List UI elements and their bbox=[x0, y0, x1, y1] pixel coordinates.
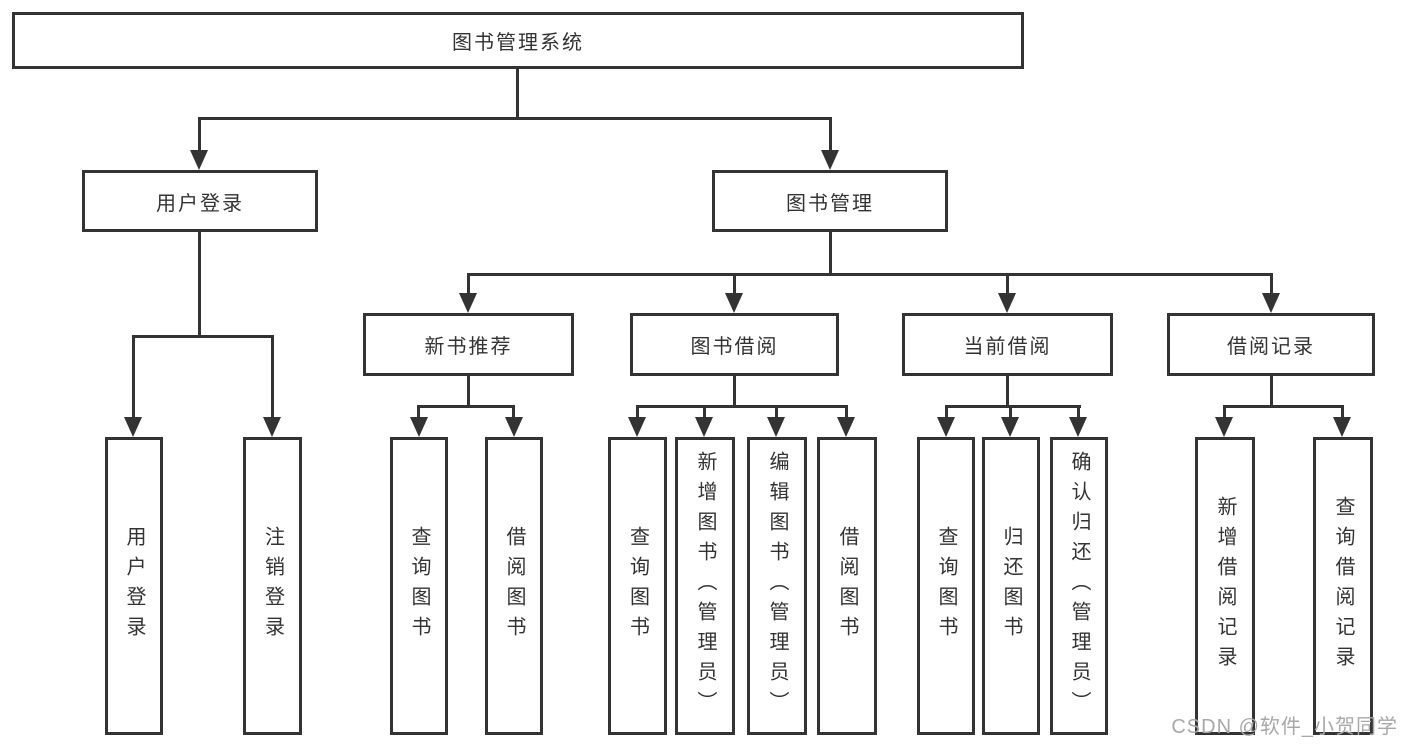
connector-line bbox=[467, 376, 470, 407]
arrow-down-icon bbox=[628, 417, 646, 437]
arrow-down-icon bbox=[190, 150, 208, 170]
leaf-cb-query-book-label: 查询图书 bbox=[935, 526, 957, 646]
leaf-br-query-record: 查询借阅记录 bbox=[1313, 437, 1373, 735]
arrow-down-icon bbox=[767, 417, 785, 437]
connector-line bbox=[198, 117, 201, 152]
connector-line bbox=[733, 376, 736, 407]
leaf-bb-edit-book: 编辑图书（管理员） bbox=[747, 437, 807, 735]
arrow-down-icon bbox=[1215, 417, 1233, 437]
connector-line bbox=[516, 69, 519, 120]
connector-line bbox=[1270, 273, 1273, 296]
node-root: 图书管理系统 bbox=[12, 12, 1024, 69]
leaf-bb-borrow-book-label: 借阅图书 bbox=[836, 526, 858, 646]
connector-line bbox=[1341, 405, 1344, 419]
connector-line bbox=[132, 335, 273, 338]
arrow-down-icon bbox=[1069, 417, 1087, 437]
arrow-down-icon bbox=[725, 293, 743, 313]
leaf-cb-query-book: 查询图书 bbox=[917, 437, 975, 735]
connector-line bbox=[703, 405, 706, 419]
csdn-watermark: CSDN @软件_小贺同学 bbox=[1171, 716, 1398, 738]
leaf-cb-return-book: 归还图书 bbox=[982, 437, 1040, 735]
connector-line bbox=[417, 405, 420, 419]
connector-line bbox=[829, 117, 832, 152]
leaf-br-query-record-label: 查询借阅记录 bbox=[1332, 496, 1354, 676]
arrow-down-icon bbox=[124, 417, 142, 437]
node-borrow-record: 借阅记录 bbox=[1167, 313, 1375, 376]
leaf-logout: 注销登录 bbox=[243, 437, 302, 735]
arrow-down-icon bbox=[821, 150, 839, 170]
arrow-down-icon bbox=[837, 417, 855, 437]
arrow-down-icon bbox=[505, 417, 523, 437]
node-root-label: 图书管理系统 bbox=[452, 32, 584, 54]
connector-line bbox=[1223, 405, 1344, 408]
leaf-user-login-label: 用户登录 bbox=[123, 526, 145, 646]
leaf-bb-query-book: 查询图书 bbox=[608, 437, 667, 735]
arrow-down-icon bbox=[1262, 293, 1280, 313]
connector-line bbox=[1006, 376, 1009, 407]
connector-line bbox=[1223, 405, 1226, 419]
arrow-down-icon bbox=[1333, 417, 1351, 437]
connector-line bbox=[636, 405, 639, 419]
connector-line bbox=[829, 232, 832, 276]
leaf-br-add-record: 新增借阅记录 bbox=[1195, 437, 1255, 735]
leaf-nb-query-book: 查询图书 bbox=[390, 437, 448, 735]
connector-line bbox=[132, 335, 135, 419]
connector-line bbox=[636, 405, 848, 408]
arrow-down-icon bbox=[410, 417, 428, 437]
leaf-bb-add-book: 新增图书（管理员） bbox=[675, 437, 735, 735]
node-book-borrow-label: 图书借阅 bbox=[690, 336, 779, 358]
connector-line bbox=[945, 405, 948, 419]
leaf-user-login: 用户登录 bbox=[105, 437, 163, 735]
connector-line bbox=[845, 405, 848, 419]
leaf-cb-return-book-label: 归还图书 bbox=[1000, 526, 1022, 646]
connector-line bbox=[1270, 376, 1273, 407]
connector-line bbox=[512, 405, 515, 419]
node-user-login: 用户登录 bbox=[82, 170, 318, 232]
node-user-login-label: 用户登录 bbox=[156, 192, 244, 215]
arrow-down-icon bbox=[695, 417, 713, 437]
node-book-mgmt: 图书管理 bbox=[712, 170, 948, 232]
arrow-down-icon bbox=[937, 417, 955, 437]
connector-line bbox=[945, 405, 1081, 408]
connector-line bbox=[733, 273, 736, 296]
arrow-down-icon bbox=[998, 293, 1016, 313]
arrow-down-icon bbox=[1001, 417, 1019, 437]
node-borrow-record-label: 借阅记录 bbox=[1227, 336, 1315, 358]
node-current-borrow-label: 当前借阅 bbox=[963, 336, 1052, 358]
leaf-br-add-record-label: 新增借阅记录 bbox=[1214, 496, 1236, 676]
leaf-logout-label: 注销登录 bbox=[261, 526, 284, 646]
connector-line bbox=[271, 335, 274, 419]
leaf-bb-add-book-label: 新增图书（管理员） bbox=[694, 451, 716, 721]
leaf-nb-borrow-book: 借阅图书 bbox=[485, 437, 543, 735]
node-current-borrow: 当前借阅 bbox=[902, 313, 1113, 376]
connector-line bbox=[775, 405, 778, 419]
connector-line bbox=[467, 273, 1273, 276]
connector-line bbox=[198, 117, 832, 120]
arrow-down-icon bbox=[459, 293, 477, 313]
leaf-cb-confirm-return-label: 确认归还（管理员） bbox=[1068, 451, 1090, 721]
connector-line bbox=[1006, 273, 1009, 296]
leaf-nb-borrow-book-label: 借阅图书 bbox=[503, 526, 525, 646]
node-new-book-rec: 新书推荐 bbox=[363, 313, 574, 376]
node-new-book-rec-label: 新书推荐 bbox=[424, 336, 513, 358]
leaf-cb-confirm-return: 确认归还（管理员） bbox=[1050, 437, 1108, 735]
connector-line bbox=[1009, 405, 1012, 419]
connector-line bbox=[198, 232, 201, 337]
leaf-bb-query-book-label: 查询图书 bbox=[626, 526, 649, 646]
connector-line bbox=[417, 405, 515, 408]
connector-line bbox=[1077, 405, 1080, 419]
node-book-borrow: 图书借阅 bbox=[630, 313, 839, 376]
leaf-bb-borrow-book: 借阅图书 bbox=[817, 437, 877, 735]
connector-line bbox=[467, 273, 470, 296]
node-book-mgmt-label: 图书管理 bbox=[786, 192, 874, 215]
arrow-down-icon bbox=[263, 417, 281, 437]
leaf-nb-query-book-label: 查询图书 bbox=[408, 526, 430, 646]
leaf-bb-edit-book-label: 编辑图书（管理员） bbox=[766, 451, 788, 721]
